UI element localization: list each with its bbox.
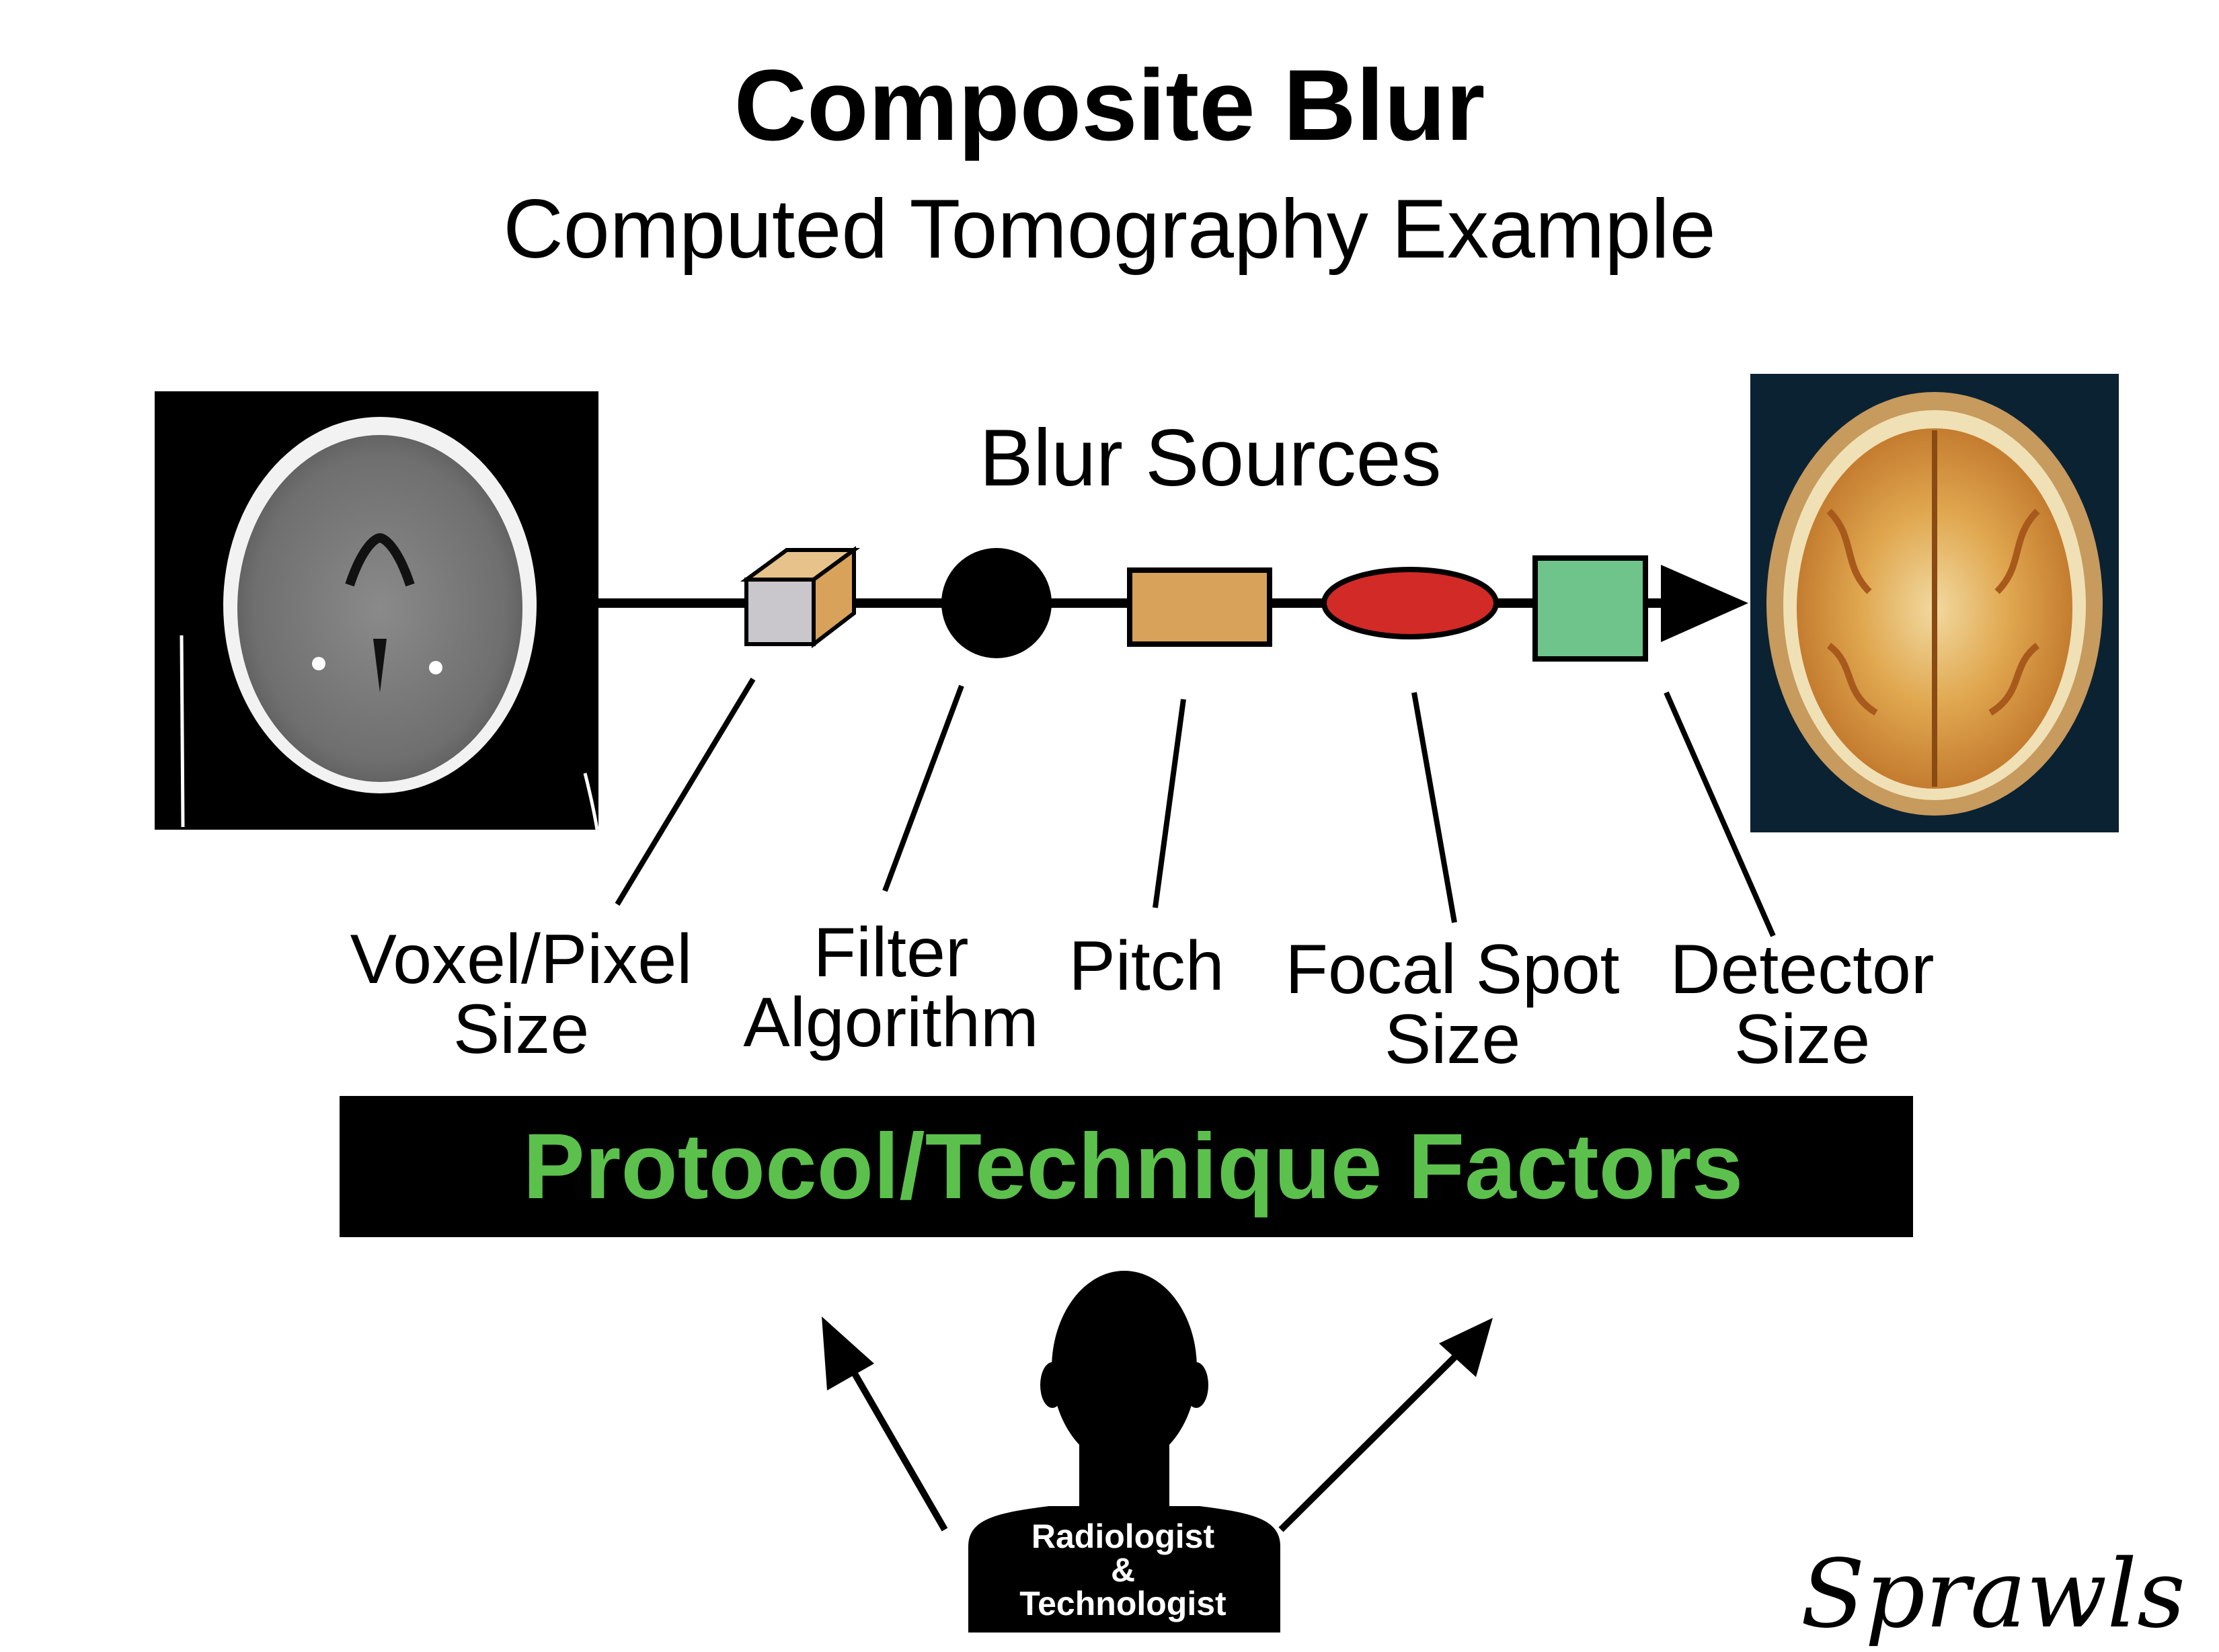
ct-scan-image [155, 391, 599, 830]
voxel-cube-shape [740, 546, 861, 649]
label-pitch: Pitch [1068, 927, 1224, 1005]
leader-line-detector [1664, 691, 1776, 937]
leader-line-pitch [1153, 699, 1186, 908]
leader-line-focal-spot [1411, 692, 1457, 923]
person-arrows [822, 1316, 1493, 1532]
left-arrow-line [839, 1349, 948, 1532]
blur-sources-label: Blur Sources [979, 413, 1442, 503]
signature: Sprawls [1800, 1540, 2185, 1649]
page-title: Composite Blur [734, 48, 1485, 161]
leader-lines [615, 677, 1776, 937]
focal-spot-ellipse-shape [1321, 567, 1499, 639]
filter-circle-shape [941, 548, 1052, 658]
right-arrow-line [1278, 1343, 1469, 1532]
chain-arrowhead [1661, 565, 1748, 642]
right-arrowhead [1439, 1318, 1493, 1377]
leader-line-filter [882, 684, 964, 892]
person-silhouette [968, 1271, 1280, 1633]
pitch-rectangle-shape [1127, 567, 1272, 647]
detector-square-shape [1532, 555, 1648, 662]
brain-anatomy-image [1750, 374, 2119, 832]
leader-line-voxel [615, 677, 756, 906]
person-label: Radiologist & Technologist [1019, 1518, 1227, 1622]
page-subtitle: Computed Tomography Example [503, 183, 1716, 276]
protocol-technique-banner: Protocol/Technique Factors [340, 1096, 1913, 1237]
left-arrowhead [822, 1316, 874, 1390]
banner-text: Protocol/Technique Factors [522, 1114, 1744, 1218]
